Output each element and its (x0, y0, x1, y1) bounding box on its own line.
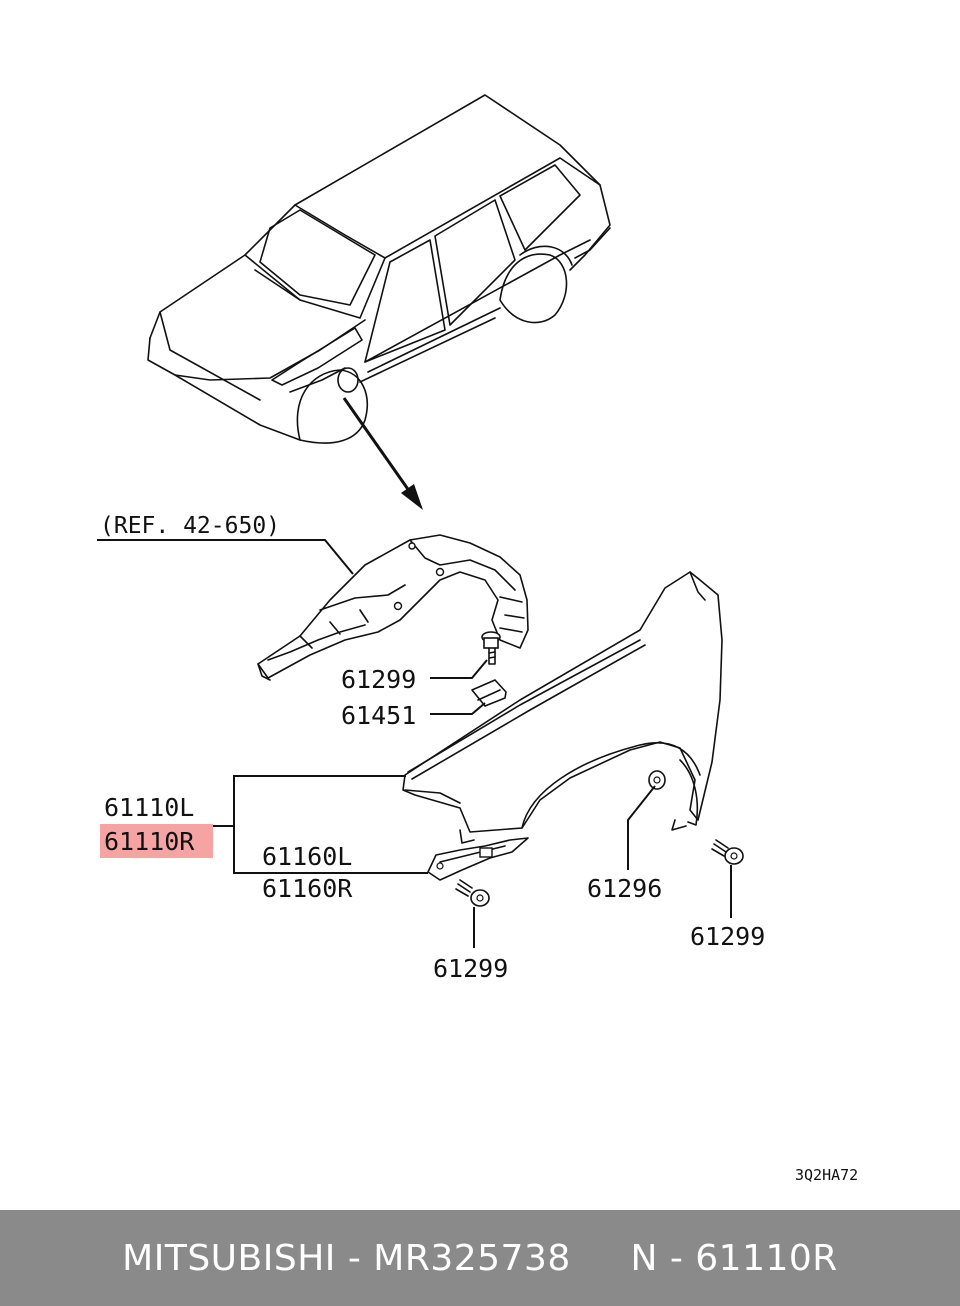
part-label-61110l[interactable]: 61110L (104, 793, 194, 822)
part-label-61299-rear[interactable]: 61299 (690, 922, 765, 951)
footer-text: MITSUBISHI - MR325738 N - 61110R (122, 1237, 838, 1279)
parts-diagram: (REF. 42-650) 61299 61451 61110L 61110R … (97, 94, 858, 1184)
bracket-61451-illustration (471, 679, 507, 707)
bolt-61299-top-illustration (481, 631, 501, 665)
reference-label: (REF. 42-650) (100, 513, 280, 539)
nut-61296-illustration (648, 770, 666, 790)
part-label-61299-lower[interactable]: 61299 (433, 954, 508, 983)
drawing-code: 3Q2HA72 (795, 1166, 858, 1184)
fender-liner-illustration (257, 534, 529, 681)
bolt-61299-rear-illustration (711, 839, 744, 865)
bolt-61299-lower-illustration (455, 879, 490, 907)
part-label-61451[interactable]: 61451 (341, 701, 416, 730)
part-label-61299-top[interactable]: 61299 (341, 665, 416, 694)
zoom-arrow (342, 397, 423, 510)
highlight-box (100, 824, 213, 858)
stay-61160-illustration (427, 837, 529, 881)
part-label-61110r[interactable]: 61110R (104, 827, 195, 856)
part-label-61160r[interactable]: 61160R (262, 874, 353, 903)
leader-lines (97, 539, 732, 948)
footer-bar: MITSUBISHI - MR325738 N - 61110R (0, 1210, 960, 1306)
front-fender-illustration (402, 571, 723, 844)
part-label-61296[interactable]: 61296 (587, 874, 662, 903)
vehicle-illustration (147, 94, 611, 444)
part-label-61160l[interactable]: 61160L (262, 842, 352, 871)
